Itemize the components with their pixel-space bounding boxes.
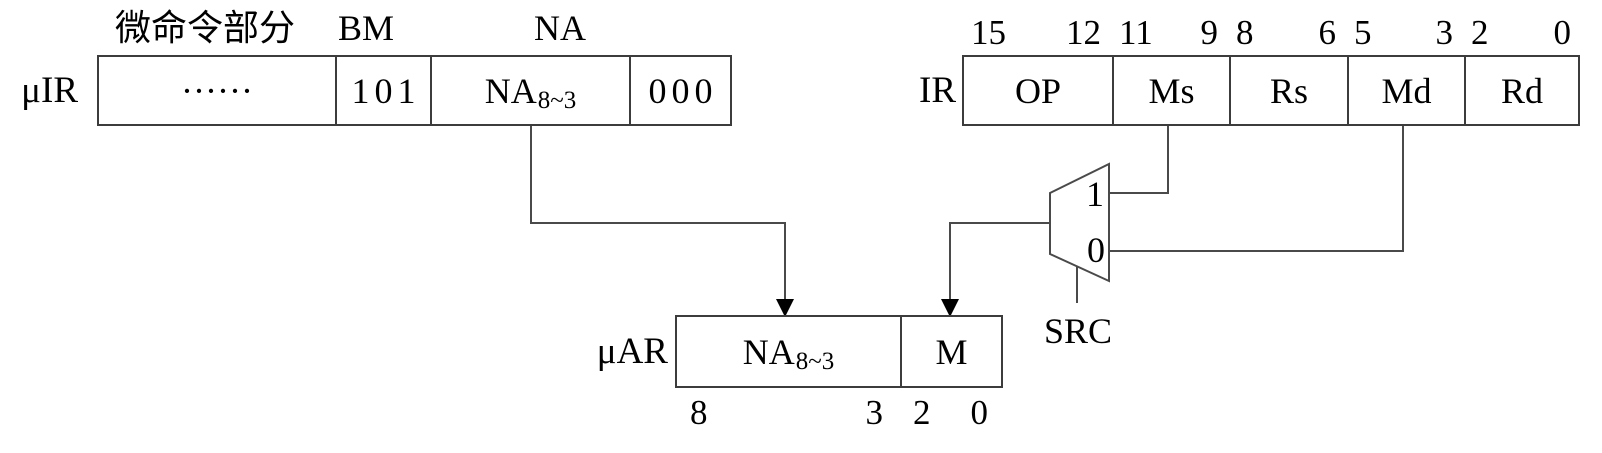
ir-rs-bit-lo: 6 [1318, 13, 1337, 52]
ir-rs-bit-hi: 8 [1236, 13, 1254, 52]
uir-field-na-low: 000 [629, 57, 730, 124]
ir-op-bit-lo: 12 [1066, 13, 1101, 52]
uir-field-bm-value: 101 [351, 70, 421, 111]
arrowhead-mux-to-uar-icon [941, 299, 959, 317]
wire-ms-to-mux [1110, 126, 1169, 194]
ir-field-op-value: OP [1014, 70, 1062, 111]
wire-mux-to-uar [949, 222, 1050, 302]
ir-md-bit-range: 5 3 [1345, 10, 1462, 52]
uar-field-m-value: M [935, 331, 968, 372]
ir-op-bit-hi: 15 [971, 13, 1006, 52]
uir-field-micro-command: ······ [99, 57, 335, 124]
ir-ms-bit-range: 11 9 [1110, 10, 1227, 52]
ir-register-label: IR [919, 70, 956, 111]
ir-field-md: Md [1347, 57, 1464, 124]
mux-select-label: SRC [1043, 311, 1113, 351]
ir-ms-bit-lo: 9 [1200, 13, 1219, 52]
arrowhead-na-to-uar-icon [776, 299, 794, 317]
uar-na-bit-range: 8 3 [675, 392, 898, 432]
uar-m-bit-hi: 2 [913, 393, 931, 432]
uar-register-label: μAR [596, 331, 668, 372]
mux-input-0-label: 0 [1087, 230, 1105, 270]
ir-register-box: OP Ms Rs Md Rd [962, 55, 1580, 126]
ir-rd-bit-range: 2 0 [1462, 10, 1580, 52]
ir-rd-bit-lo: 0 [1553, 13, 1572, 52]
ir-field-op: OP [964, 57, 1112, 124]
uir-bm-header: BM [337, 8, 395, 48]
ir-field-ms-value: Ms [1148, 70, 1195, 111]
ir-op-bit-range: 15 12 [962, 10, 1110, 52]
uar-field-na-main: NA [742, 331, 795, 372]
uir-na-header: NA [534, 8, 586, 48]
ir-field-ms: Ms [1112, 57, 1229, 124]
wire-na-to-uar [530, 126, 786, 302]
uir-micro-command-header: 微命令部分 [114, 8, 296, 48]
ir-field-rd: Rd [1464, 57, 1578, 124]
ir-field-rs-value: Rs [1269, 70, 1309, 111]
uar-m-bit-lo: 0 [970, 393, 989, 432]
uar-field-na-sub: 8~3 [795, 347, 835, 375]
uir-field-micro-command-value: ······ [181, 70, 253, 111]
mux-body [1049, 162, 1110, 283]
uir-field-bm: 101 [335, 57, 430, 124]
uir-register-label: μIR [21, 70, 78, 111]
uar-na-bit-hi: 8 [690, 393, 708, 432]
uar-na-bit-lo: 3 [865, 393, 884, 432]
uir-field-na-low-value: 000 [648, 70, 718, 111]
wire-md-to-mux [1110, 126, 1404, 252]
uar-m-bit-range: 2 0 [898, 392, 1003, 432]
ir-field-rs: Rs [1229, 57, 1347, 124]
ir-md-bit-hi: 5 [1354, 13, 1372, 52]
ir-field-md-value: Md [1381, 70, 1432, 111]
mux-input-1-label: 1 [1086, 174, 1104, 214]
ir-rs-bit-range: 8 6 [1227, 10, 1345, 52]
uir-field-na-high-sub: 8~3 [537, 86, 577, 114]
ir-ms-bit-hi: 11 [1119, 13, 1153, 52]
ir-field-rd-value: Rd [1500, 70, 1543, 111]
uir-field-na-high-main: NA [484, 70, 537, 111]
uar-field-m: M [900, 317, 1001, 386]
ir-rd-bit-hi: 2 [1471, 13, 1489, 52]
ir-md-bit-lo: 3 [1435, 13, 1454, 52]
